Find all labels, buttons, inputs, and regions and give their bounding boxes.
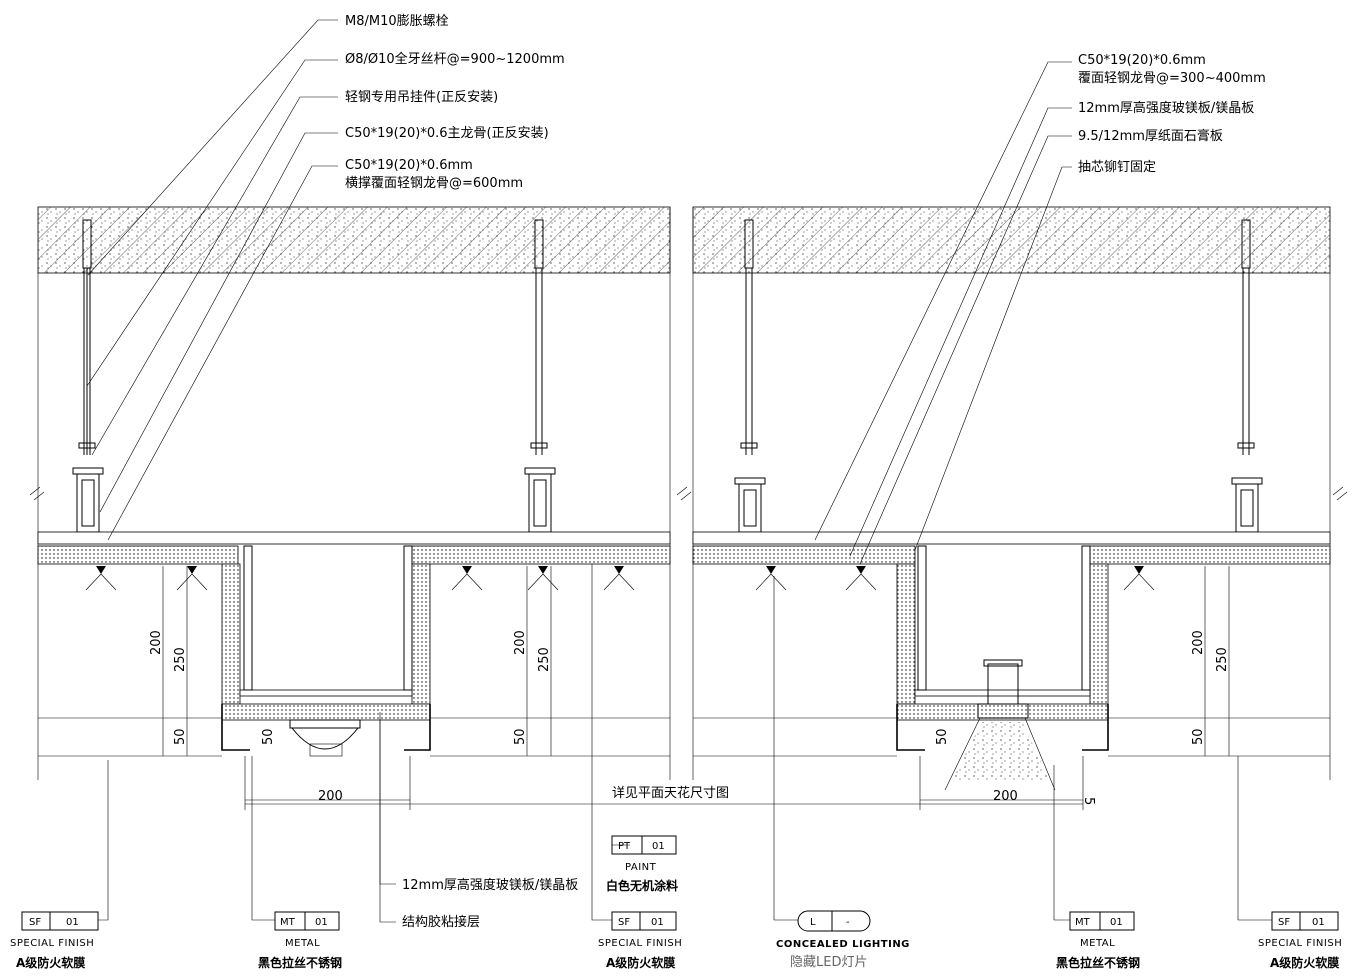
annotation-cross-keel-1: C50*19(20)*0.6mm: [345, 158, 473, 173]
svg-text:SPECIAL FINISH: SPECIAL FINISH: [10, 938, 94, 949]
annotation-rivet: 抽芯铆钉固定: [1078, 160, 1156, 175]
svg-text:METAL: METAL: [285, 938, 320, 949]
svg-text:METAL: METAL: [1080, 938, 1115, 949]
legend-tag-2: MT 01 METAL 黑色拉丝不锈钢: [258, 911, 342, 970]
dim-200-h-left: 200: [318, 789, 343, 804]
dim-50-c: 50: [513, 728, 528, 745]
annotation-hanger: 轻钢专用吊挂件(正反安装): [345, 90, 498, 105]
annotation-adhesive-layer: 结构胶粘接层: [402, 914, 480, 930]
membrane-lines: [38, 717, 1330, 757]
svg-text:A级防火软膜: A级防火软膜: [1270, 955, 1339, 970]
led-strips: [85, 566, 1155, 591]
svg-text:SPECIAL FINISH: SPECIAL FINISH: [1258, 938, 1342, 949]
boundary-lines: [29, 207, 1348, 780]
hanger-4: [1231, 219, 1263, 533]
annotation-see-plan: 详见平面天花尺寸图: [612, 785, 729, 801]
annotation-mgo-board: 12mm厚高强度玻镁板/镁晶板: [1078, 100, 1254, 116]
svg-text:01: 01: [315, 917, 328, 928]
legend-tag-4: PT 01 PAINT 白色无机涂料: [606, 835, 678, 893]
dim-200-b: 200: [513, 630, 528, 655]
svg-text:01: 01: [652, 841, 665, 852]
legend-tag-5: L - CONCEALED LIGHTING 隐藏LED灯片: [776, 910, 910, 970]
svg-text:01: 01: [1312, 917, 1325, 928]
svg-text:PT: PT: [618, 841, 631, 852]
dim-50-e: 50: [1191, 728, 1206, 745]
svg-text:SF: SF: [1278, 917, 1290, 928]
svg-text:01: 01: [651, 917, 664, 928]
svg-text:MT: MT: [280, 917, 296, 928]
svg-text:SPECIAL FINISH: SPECIAL FINISH: [598, 938, 682, 949]
annotation-threaded-rod: Ø8/Ø10全牙丝杆@=900~1200mm: [345, 51, 565, 67]
ceiling-board-right: [692, 531, 1331, 751]
smoke-detector-icon: [289, 719, 361, 757]
concrete-slab-right: [692, 206, 1331, 274]
annotations: M8/M10膨胀螺栓 Ø8/Ø10全牙丝杆@=900~1200mm 轻钢专用吊挂…: [345, 14, 1266, 930]
svg-text:SF: SF: [29, 917, 41, 928]
legend-tag-1: SF 01 SPECIAL FINISH A级防火软膜: [10, 911, 99, 970]
annotation-cover-keel-2: 覆面轻钢龙骨@=300~400mm: [1078, 71, 1266, 86]
hanger-assemblies: [72, 219, 1263, 533]
concrete-slab-left: [37, 206, 671, 274]
dim-50-b: 50: [261, 728, 276, 745]
dim-50-d: 50: [935, 728, 950, 745]
dim-250-c: 250: [1215, 647, 1230, 672]
legend-tag-7: SF 01 SPECIAL FINISH A级防火软膜: [1258, 911, 1342, 970]
svg-text:A级防火软膜: A级防火软膜: [606, 955, 675, 970]
led-1: [85, 566, 117, 591]
dim-200-a: 200: [149, 630, 164, 655]
dim-200-h-right: 200: [993, 789, 1018, 804]
svg-text:MT: MT: [1075, 917, 1091, 928]
leader-lines: [86, 19, 1272, 923]
svg-text:L: L: [810, 917, 816, 928]
hanger-3: [734, 219, 766, 533]
svg-text:白色无机涂料: 白色无机涂料: [606, 878, 678, 893]
led-3: [451, 566, 483, 591]
dim-50-a: 50: [173, 728, 188, 745]
legend-tag-6: MT 01 METAL 黑色拉丝不锈钢: [1056, 911, 1140, 970]
downlight-icon: [944, 659, 1056, 791]
ceiling-board-left: [37, 531, 671, 751]
svg-text:黑色拉丝不锈钢: 黑色拉丝不锈钢: [1056, 955, 1140, 970]
hanger-1: [72, 219, 104, 533]
led-4: [527, 566, 559, 591]
led-2: [176, 566, 208, 591]
svg-text:PAINT: PAINT: [625, 862, 657, 873]
svg-text:隐藏LED灯片: 隐藏LED灯片: [790, 955, 867, 970]
svg-text:黑色拉丝不锈钢: 黑色拉丝不锈钢: [258, 955, 342, 970]
annotation-cover-keel-1: C50*19(20)*0.6mm: [1078, 53, 1206, 68]
dim-200-c: 200: [1191, 630, 1206, 655]
annotation-bottom-board: 12mm厚高强度玻镁板/镁晶板: [402, 877, 578, 893]
dim-250-a: 250: [173, 647, 188, 672]
annotation-gypsum-board: 9.5/12mm厚纸面石膏板: [1078, 128, 1223, 144]
svg-text:CONCEALED LIGHTING: CONCEALED LIGHTING: [776, 939, 910, 950]
dimension-texts: 200 250 50 50 200 250 50 50 200 250 50 2…: [149, 630, 1230, 805]
svg-text:01: 01: [66, 917, 79, 928]
annotation-expansion-bolt: M8/M10膨胀螺栓: [345, 14, 449, 29]
led-5: [603, 566, 635, 591]
svg-text:-: -: [846, 917, 850, 928]
legend-tag-3: SF 01 SPECIAL FINISH A级防火软膜: [598, 911, 682, 970]
svg-text:A级防火软膜: A级防火软膜: [16, 955, 85, 970]
led-7: [845, 566, 877, 591]
dim-5: 5: [1081, 797, 1096, 805]
hanger-2: [524, 219, 556, 533]
annotation-main-keel: C50*19(20)*0.6主龙骨(正反安装): [345, 126, 549, 141]
svg-text:01: 01: [1110, 917, 1123, 928]
dim-250-b: 250: [537, 647, 552, 672]
dimension-lines: [162, 566, 1230, 810]
led-8: [1123, 566, 1155, 591]
svg-text:SF: SF: [618, 917, 630, 928]
led-6: [755, 566, 787, 591]
annotation-cross-keel-2: 横撑覆面轻钢龙骨@=600mm: [345, 176, 523, 191]
